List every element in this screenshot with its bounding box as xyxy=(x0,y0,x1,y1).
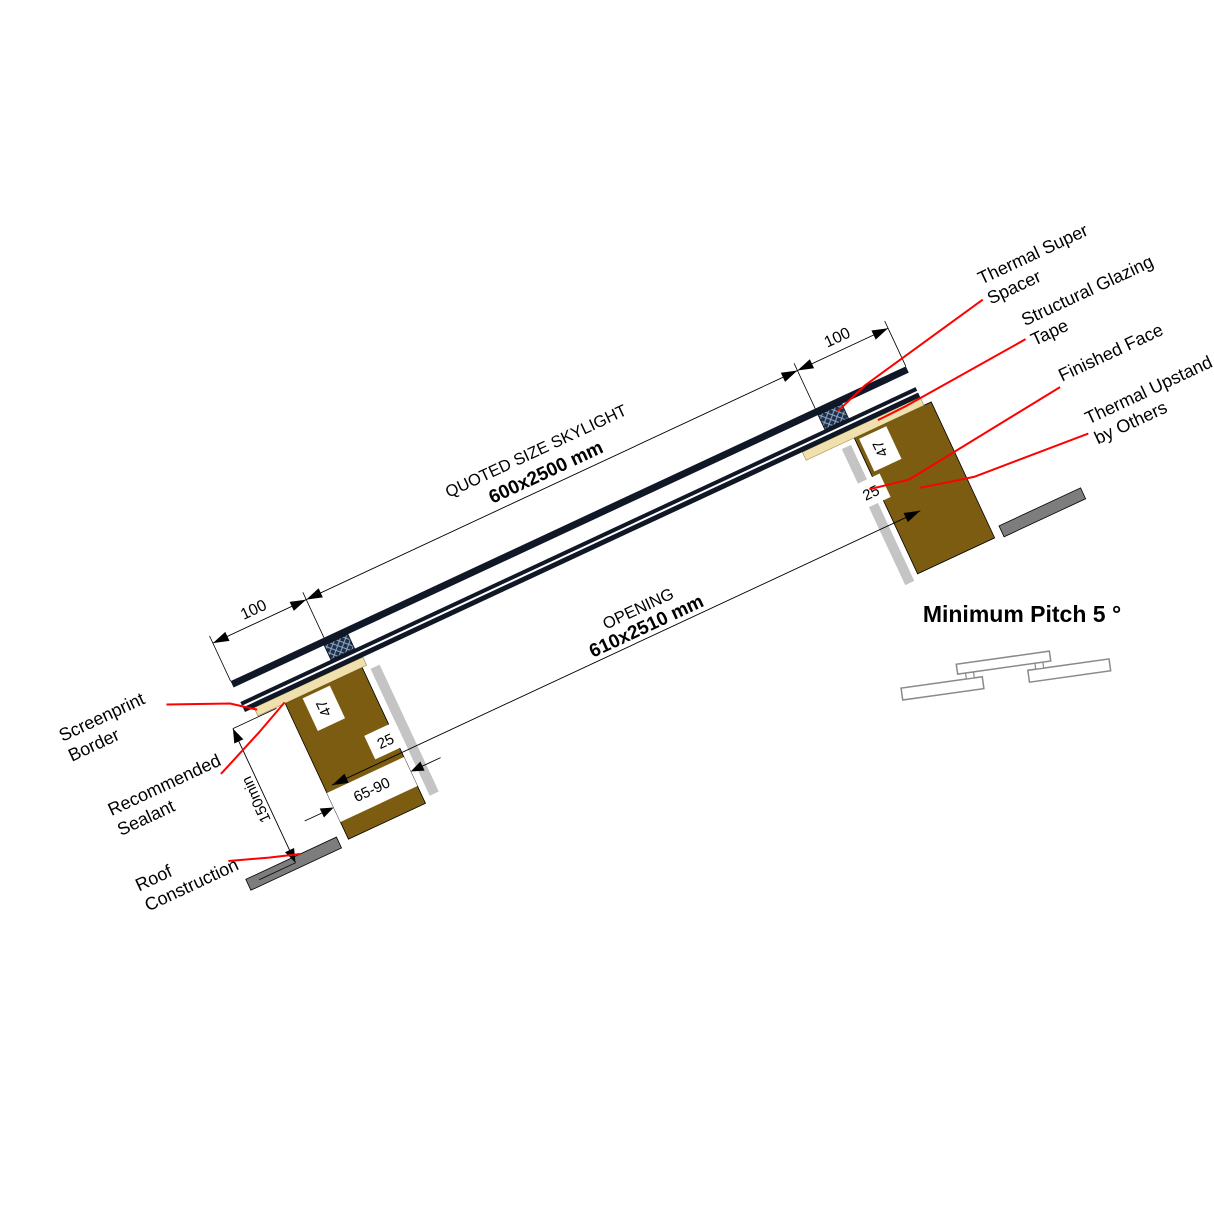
minimum-pitch-note: Minimum Pitch 5 ° xyxy=(923,601,1121,627)
pitch-glyph-deck-left xyxy=(900,675,985,701)
dimension-line xyxy=(232,728,296,863)
dimension-arrows xyxy=(332,510,921,786)
dimension-line xyxy=(422,757,441,767)
glass-bottom-pane-ply2 xyxy=(242,392,921,712)
leader-screenprint-border xyxy=(166,702,258,711)
dimension-line xyxy=(331,510,921,786)
finished-face-strip-left xyxy=(370,664,439,796)
extension-line xyxy=(259,862,296,881)
notch-25-left xyxy=(364,721,407,760)
leader-thermal-super-spacer xyxy=(836,298,984,413)
dimension-line xyxy=(212,327,889,644)
dim-47-left: 47 xyxy=(313,697,335,719)
thermal-spacer-left xyxy=(323,633,356,661)
thermal-spacer-right xyxy=(817,403,850,431)
extension-line xyxy=(232,708,277,730)
glass-bottom-pane-ply1 xyxy=(240,387,918,706)
notch-25-right xyxy=(850,473,891,511)
extension-line xyxy=(209,635,231,682)
leader-finished-face xyxy=(869,386,1061,491)
leader-roof-construction xyxy=(228,852,301,862)
pitch-glyph-glass xyxy=(955,650,1052,675)
minimum-pitch-glyph xyxy=(900,650,1112,701)
dim-25-left: 25 xyxy=(375,731,397,753)
glazing-tape-left xyxy=(253,656,368,717)
leader-lines xyxy=(166,298,1089,862)
dimension-arrows xyxy=(212,328,889,644)
leader-recommended-sealant xyxy=(220,701,286,775)
dim-47-right: 47 xyxy=(870,437,892,459)
leader-structural-glazing-tape xyxy=(877,338,1027,422)
notch-47-right xyxy=(859,426,902,472)
notch-65-90 xyxy=(326,757,418,822)
notch-47-left xyxy=(302,685,346,731)
roof-construction-right xyxy=(998,487,1087,538)
pitch-glyph-deck-right xyxy=(1026,658,1112,684)
glass-top-pane xyxy=(230,366,909,688)
leader-thermal-upstand xyxy=(919,432,1089,489)
finished-face-strip-right xyxy=(841,444,915,586)
dimension-arrows xyxy=(319,761,425,818)
dimension-line xyxy=(304,812,323,822)
